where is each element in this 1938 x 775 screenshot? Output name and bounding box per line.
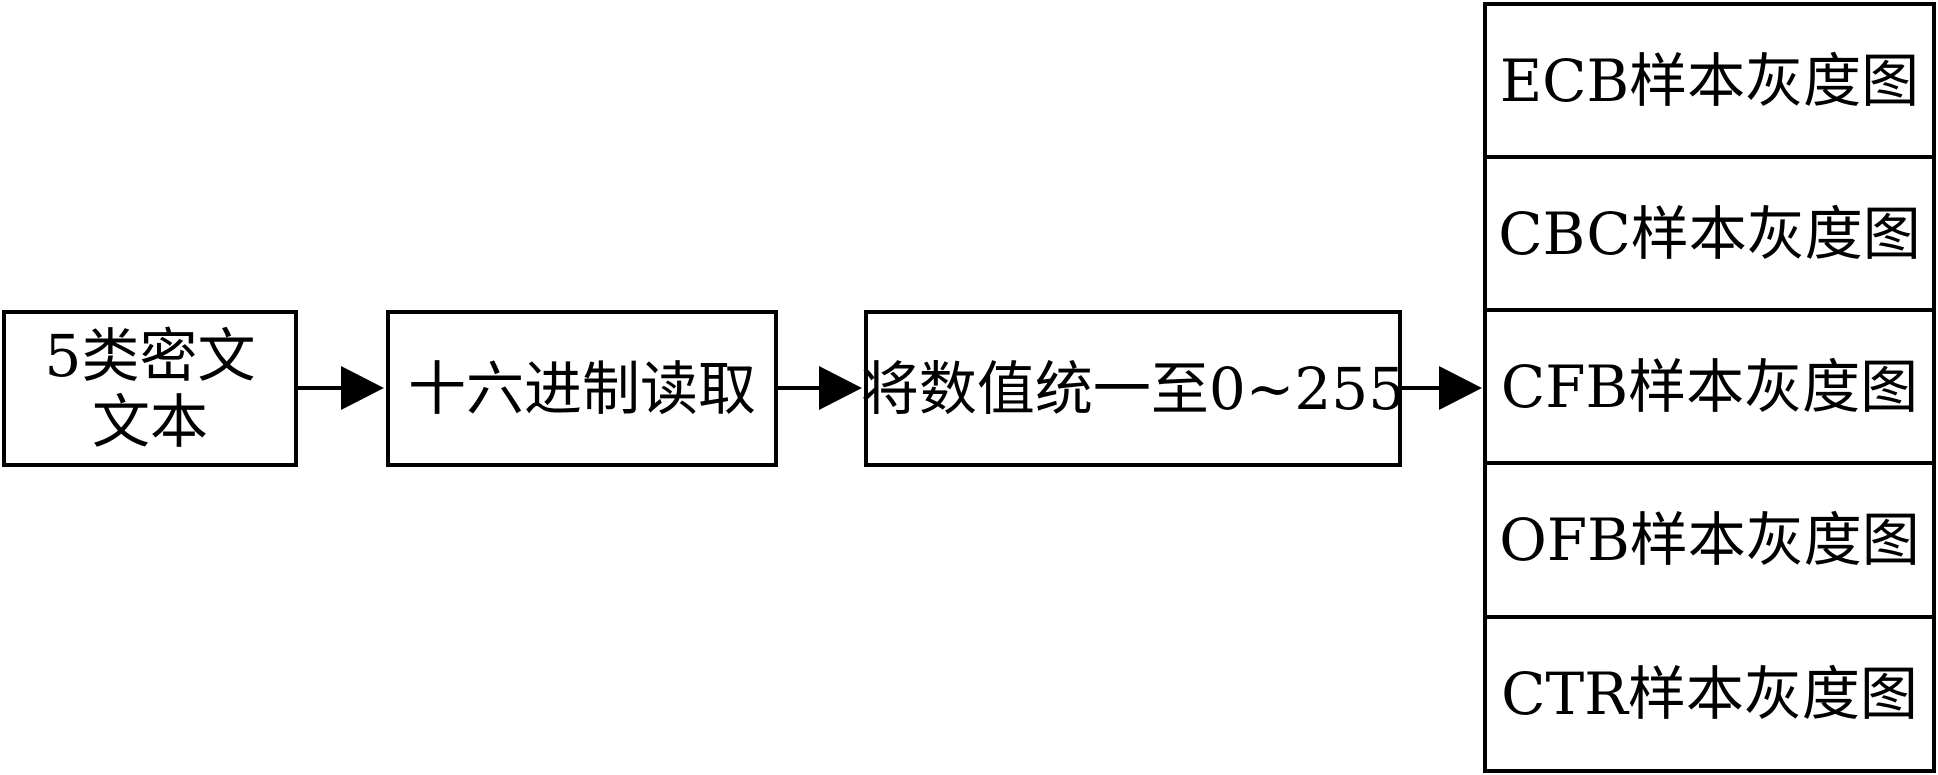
- arrow-normalize-to-outputs: [1402, 366, 1482, 410]
- normalize-box: 将数值统一至0~255: [860, 310, 1406, 467]
- source-label-line2: 文本: [91, 387, 208, 456]
- hex-read-label: 十六进制读取: [407, 354, 756, 423]
- output-ofb-label: OFB样本灰度图: [1499, 506, 1920, 574]
- arrow-hex-to-normalize: [778, 366, 862, 410]
- output-ofb-box: OFB样本灰度图: [1483, 461, 1936, 619]
- output-ecb-box: ECB样本灰度图: [1483, 2, 1936, 160]
- hex-read-box: 十六进制读取: [386, 310, 778, 467]
- source-label-line1: 5类密文: [44, 321, 256, 390]
- arrow-source-to-hex: [298, 366, 384, 410]
- grayscale-output-stack: ECB样本灰度图 CBC样本灰度图 CFB样本灰度图 OFB样本灰度图 CTR样…: [1483, 2, 1936, 773]
- output-ctr-label: CTR样本灰度图: [1501, 660, 1918, 728]
- output-cbc-label: CBC样本灰度图: [1498, 200, 1921, 268]
- output-ctr-box: CTR样本灰度图: [1483, 615, 1936, 773]
- output-ecb-label: ECB样本灰度图: [1499, 47, 1920, 115]
- output-cfb-box: CFB样本灰度图: [1483, 308, 1936, 466]
- ciphertext-source-box: 5类密文 文本: [2, 310, 298, 467]
- ciphertext-source-label: 5类密文 文本: [45, 323, 256, 455]
- output-cbc-box: CBC样本灰度图: [1483, 155, 1936, 313]
- normalize-label: 将数值统一至0~255: [860, 354, 1406, 423]
- output-cfb-label: CFB样本灰度图: [1500, 353, 1919, 421]
